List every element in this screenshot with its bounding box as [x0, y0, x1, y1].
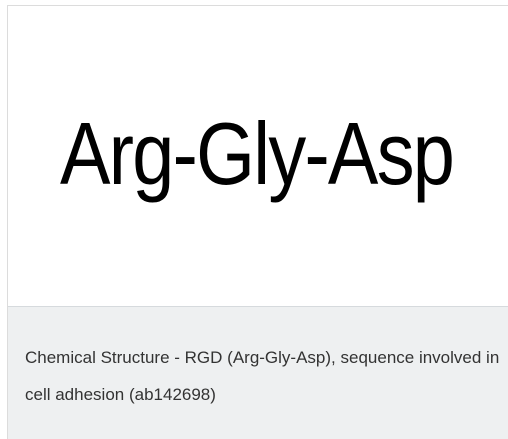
image-caption: Chemical Structure - RGD (Arg-Gly-Asp), … — [25, 348, 500, 404]
chemical-structure-image[interactable]: Arg-Gly-Asp — [8, 6, 508, 307]
product-image-card: Arg-Gly-Asp Chemical Structure - RGD (Ar… — [7, 5, 508, 439]
image-caption-panel: Chemical Structure - RGD (Arg-Gly-Asp), … — [8, 307, 508, 439]
chemical-structure-label: Arg-Gly-Asp — [60, 104, 455, 203]
